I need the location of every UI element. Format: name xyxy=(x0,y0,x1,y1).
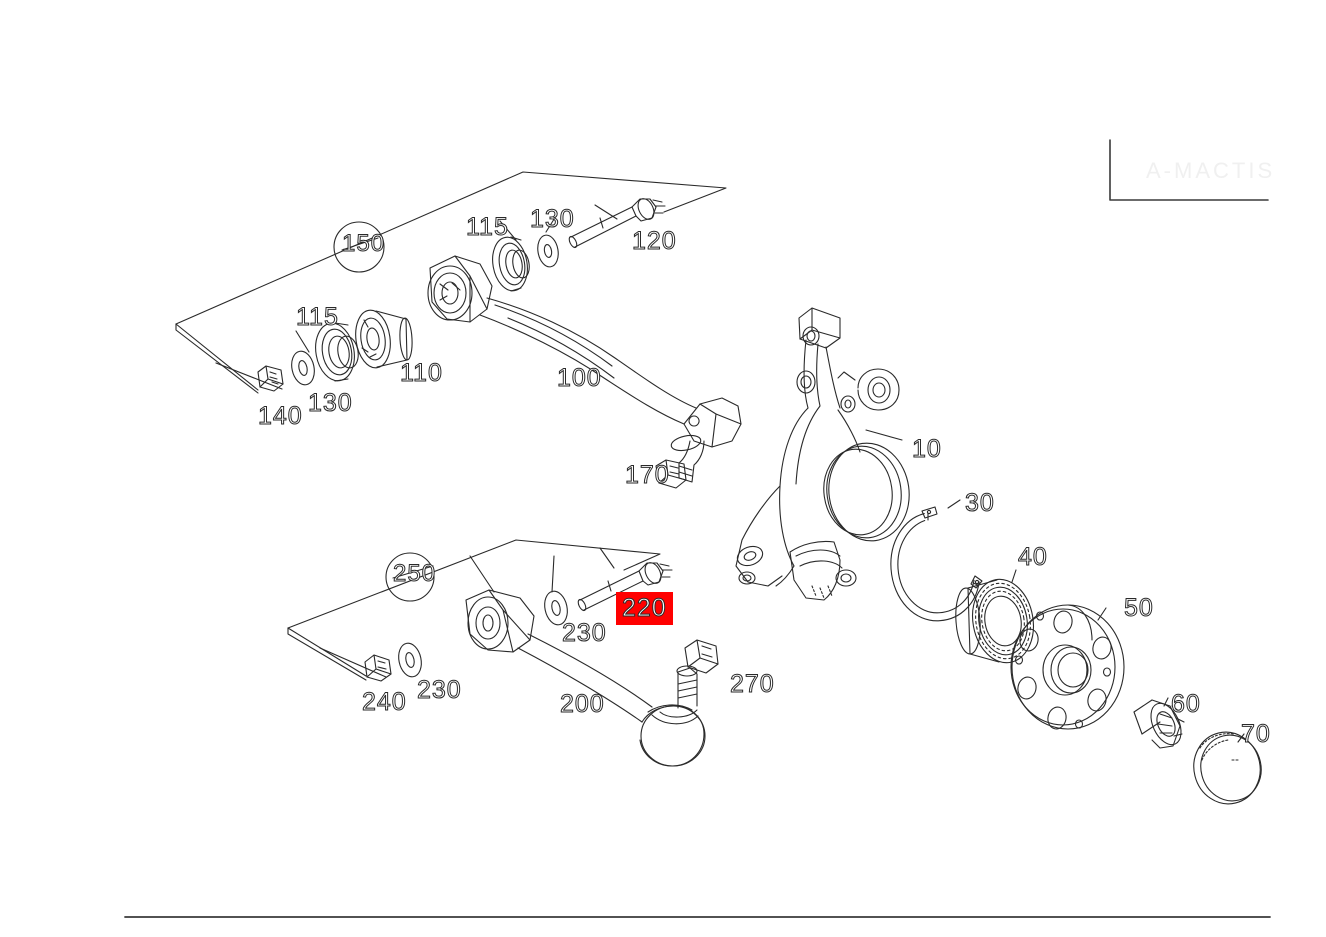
callout-label-120: 120 xyxy=(632,227,677,255)
callout-label-130a: 130 xyxy=(530,205,575,233)
part-110-bushing xyxy=(355,309,413,369)
part-115-bearing-left xyxy=(315,322,359,382)
watermark-text: A-MACTIS xyxy=(1146,158,1276,183)
part-100-control-arm xyxy=(427,255,742,483)
part-220-bolt xyxy=(577,562,673,612)
callout-label-115a: 115 xyxy=(466,213,509,241)
part-270-nut xyxy=(684,639,719,674)
callout-label-220: 220 xyxy=(622,594,667,622)
part-50-wheel-hub xyxy=(1010,604,1125,730)
callout-label-270: 270 xyxy=(730,670,775,698)
part-230-washer-left xyxy=(398,642,422,678)
part-200-control-arm xyxy=(465,589,706,767)
part-240-nut xyxy=(364,654,392,682)
part-40-wheel-bearing xyxy=(955,569,1034,664)
part-30-snap-ring xyxy=(890,499,983,622)
callout-label-50: 50 xyxy=(1124,594,1154,622)
callout-label-140: 140 xyxy=(258,402,303,430)
part-60-hub-bolt xyxy=(1133,697,1185,749)
part-130-washer-top xyxy=(537,234,559,268)
callout-label-230b: 230 xyxy=(417,676,462,704)
callout-label-115b: 115 xyxy=(296,303,339,331)
callout-label-230a: 230 xyxy=(562,619,607,647)
part-120-bolt xyxy=(568,198,666,249)
part-140-nut xyxy=(257,365,284,392)
part-230-washer-right xyxy=(544,590,568,626)
callout-label-70: 70 xyxy=(1241,720,1271,748)
callout-label-200: 200 xyxy=(560,690,605,718)
callout-label-30: 30 xyxy=(965,489,995,517)
callout-label-130b: 130 xyxy=(308,389,353,417)
part-70-hub-cap xyxy=(1193,731,1262,805)
part-10-steering-knuckle xyxy=(735,307,910,601)
callout-label-60: 60 xyxy=(1171,690,1201,718)
callout-label-240: 240 xyxy=(362,688,407,716)
callout-label-100: 100 xyxy=(557,364,602,392)
leader-bracket-250 xyxy=(287,539,661,681)
callout-label-40: 40 xyxy=(1018,543,1048,571)
watermark-frame xyxy=(1109,139,1269,201)
callout-label-250: 250 xyxy=(392,560,437,587)
part-130-washer-left xyxy=(291,350,315,386)
callout-label-10: 10 xyxy=(912,435,942,463)
highlight-box-220: 220 xyxy=(616,592,673,625)
part-115-bearing-top xyxy=(492,236,530,292)
callout-label-110: 110 xyxy=(400,359,443,387)
callout-label-150: 150 xyxy=(341,230,386,257)
callout-label-170: 170 xyxy=(625,461,670,489)
part-170-nut xyxy=(655,459,687,489)
